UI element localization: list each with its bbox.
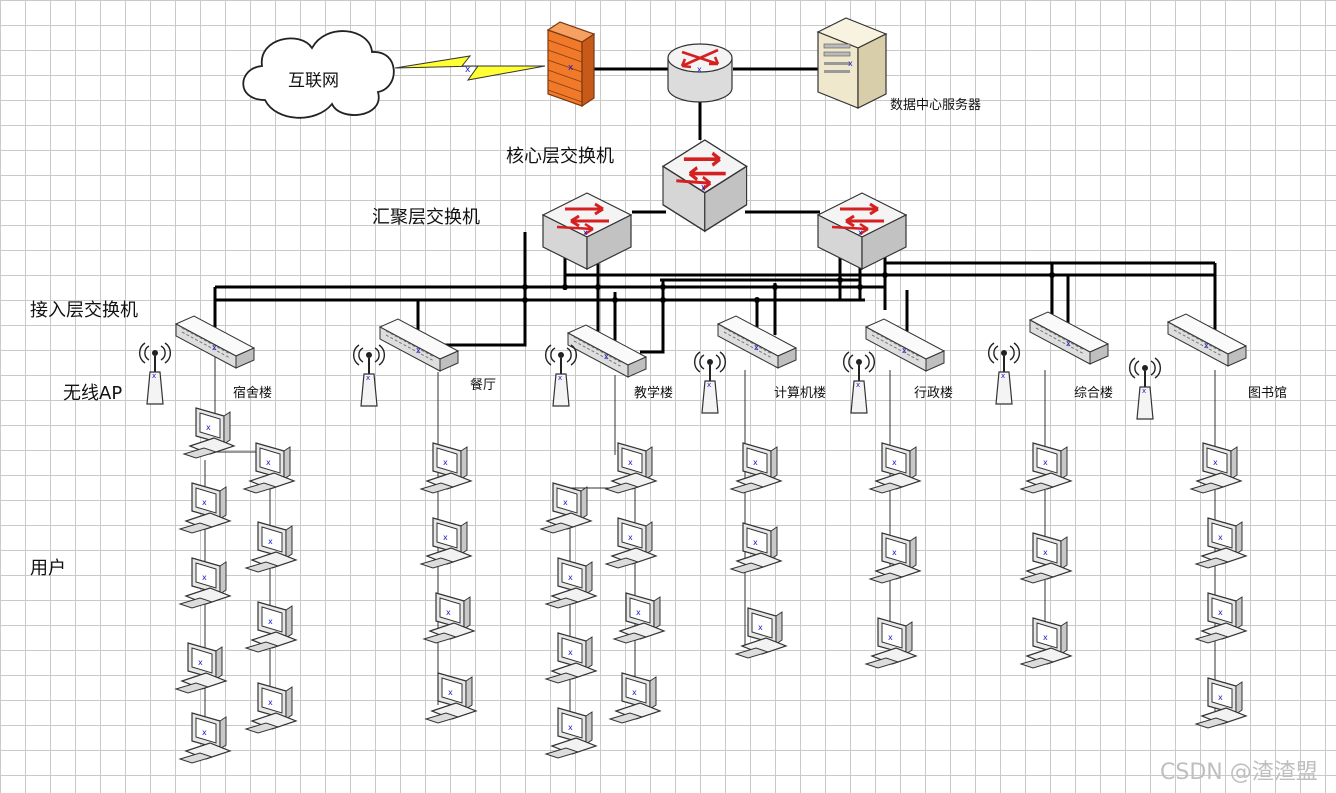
user-pc-icon (865, 617, 917, 669)
user-pc-icon (869, 442, 921, 494)
user-pc-icon (1190, 442, 1242, 494)
user-pc-icon (609, 672, 661, 724)
datacenter-server-icon: x (816, 17, 888, 109)
user-pc-icon (605, 517, 657, 569)
firewall-icon: x (546, 21, 596, 108)
wireless-ap-icon (1128, 357, 1162, 420)
users-label: 用户 (30, 558, 66, 579)
svg-text:x: x (568, 63, 574, 73)
router-icon: x (667, 43, 733, 103)
user-pc-icon (245, 521, 297, 573)
user-pc-icon (1195, 677, 1247, 729)
user-pc-icon (545, 707, 597, 759)
distribution-switch-left-icon (541, 191, 633, 271)
svg-text:x: x (697, 65, 702, 74)
access-switch-library-icon (1167, 313, 1247, 367)
user-pc-icon (420, 517, 472, 569)
user-pc-icon (175, 642, 227, 694)
distribution-switch-right-icon (816, 191, 908, 271)
user-pc-icon (245, 682, 297, 734)
user-pc-icon (179, 712, 231, 764)
riser-left-dist-a (418, 232, 527, 347)
user-pc-icon (1020, 617, 1072, 669)
user-pc-icon (730, 442, 782, 494)
building-label-canteen: 餐厅 (470, 377, 496, 393)
core-layer-label: 核心层交换机 (506, 146, 614, 167)
user-pc-icon (425, 672, 477, 724)
user-pc-icon (183, 407, 235, 459)
building-label-admin: 行政楼 (914, 386, 953, 401)
access-switch-admin-icon (865, 318, 945, 372)
wireless-ap-icon (544, 344, 578, 407)
datacenter-label: 数据中心服务器 (890, 97, 981, 113)
wireless-ap-icon (693, 351, 727, 414)
user-pc-icon (730, 522, 782, 574)
user-pc-icon (735, 607, 787, 659)
user-pc-icon (869, 532, 921, 584)
core-switch-icon (661, 138, 749, 233)
user-pc-icon (1195, 592, 1247, 644)
wireless-ap-label: 无线AP (63, 383, 122, 404)
svg-text:x: x (465, 65, 471, 75)
svg-text:x: x (848, 59, 853, 68)
access-layer-label: 接入层交换机 (30, 300, 138, 321)
user-pc-icon (1020, 532, 1072, 584)
building-label-computer: 计算机楼 (774, 386, 826, 401)
user-pc-icon (420, 442, 472, 494)
user-pc-icon (540, 482, 592, 534)
building-label-library: 图书馆 (1248, 386, 1287, 401)
distribution-layer-label: 汇聚层交换机 (372, 207, 480, 228)
user-pc-icon (1195, 517, 1247, 569)
junction-marks (522, 272, 1055, 303)
wireless-ap-icon (987, 342, 1021, 405)
wireless-ap-icon (138, 342, 172, 405)
user-pc-icon (605, 442, 657, 494)
user-pc-icon (545, 632, 597, 684)
user-pc-icon (545, 557, 597, 609)
user-pc-icon (179, 482, 231, 534)
building-label-teaching: 教学楼 (634, 385, 673, 401)
watermark-text: CSDN @渣渣盟 (1160, 760, 1318, 785)
user-pc-icon (423, 592, 475, 644)
wireless-ap-icon (842, 351, 876, 414)
internet-cloud: 互联网 (242, 30, 395, 119)
user-pc-icon (1020, 442, 1072, 494)
user-pc-icon (179, 557, 231, 609)
building-label-general: 综合楼 (1074, 386, 1113, 401)
wan-link-bolt-icon: x (394, 55, 546, 81)
building-label-dormitory: 宿舍楼 (233, 385, 272, 401)
drop-teaching-b (640, 280, 665, 354)
user-pc-icon (245, 601, 297, 653)
user-pc-icon (613, 592, 665, 644)
user-pc-icon (243, 442, 295, 494)
internet-label: 互联网 (288, 71, 339, 91)
wireless-ap-icon (352, 344, 386, 407)
access-switch-teaching-icon (567, 324, 647, 378)
